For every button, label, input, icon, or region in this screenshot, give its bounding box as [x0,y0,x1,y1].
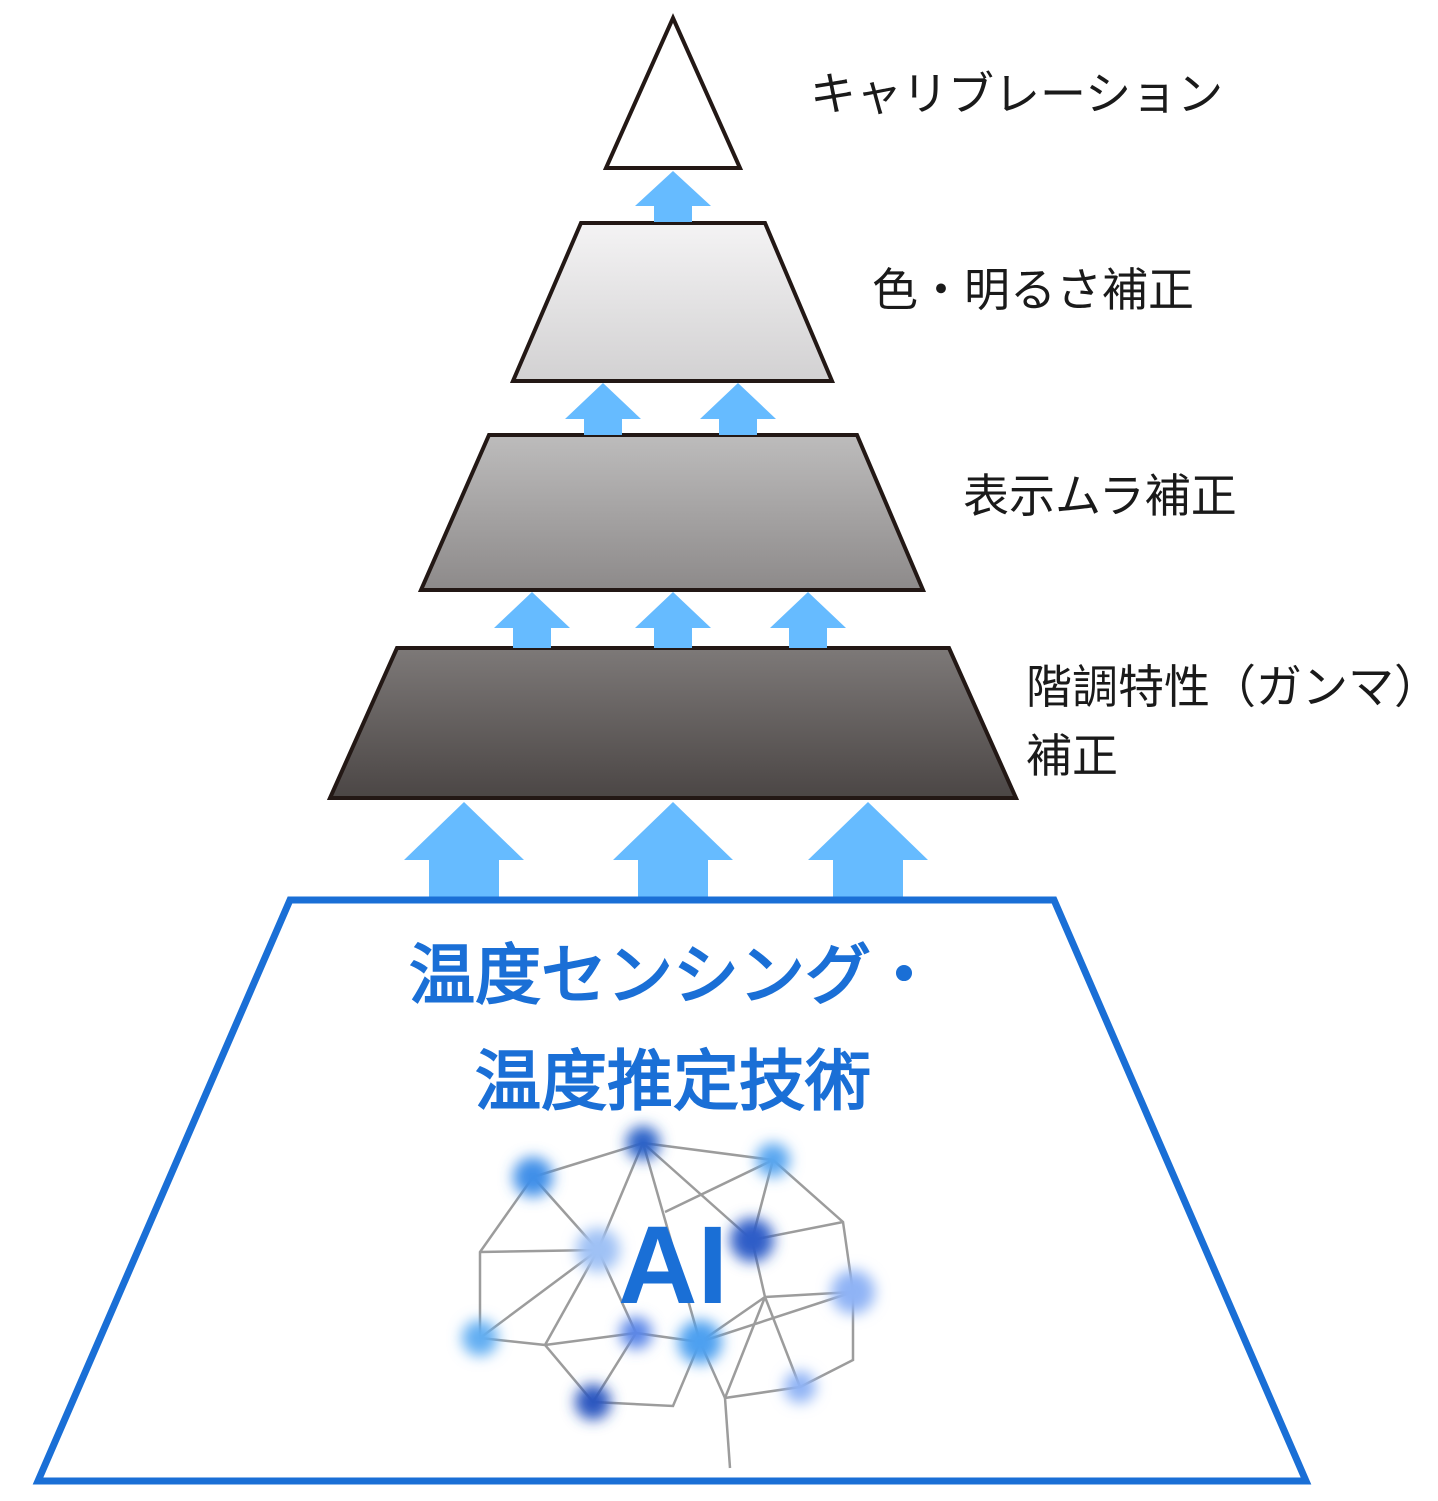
up-arrow-icon [613,802,733,898]
up-arrow-icon [700,383,776,435]
gamma-layer [326,646,1020,800]
base-layer [32,896,1312,1485]
calibration-label: キャリブレーション [810,67,1223,121]
up-arrow-icon [404,802,524,898]
gamma-label-line2: 補正 [1026,729,1118,783]
up-arrow-icon [635,592,711,648]
uniformity-layer [417,433,927,592]
up-arrow-icon [808,802,928,898]
base-title-line1: 温度センシング・ [409,937,937,1014]
gamma-label-line1: 階調特性（ガンマ） [1026,660,1438,714]
uniformity-label: 表示ムラ補正 [963,469,1237,523]
color-brightness-layer [509,221,836,383]
calibration-layer [602,13,744,170]
color-brightness-label: 色・明るさ補正 [872,263,1194,317]
neural-network-brain-icon [462,1126,875,1469]
base-title-line2: 温度推定技術 [475,1043,871,1120]
up-arrow-icon [494,592,570,648]
ai-label: AI [618,1204,728,1327]
up-arrow-icon [565,383,641,435]
up-arrow-icon [635,171,711,222]
up-arrow-icon [770,592,846,648]
